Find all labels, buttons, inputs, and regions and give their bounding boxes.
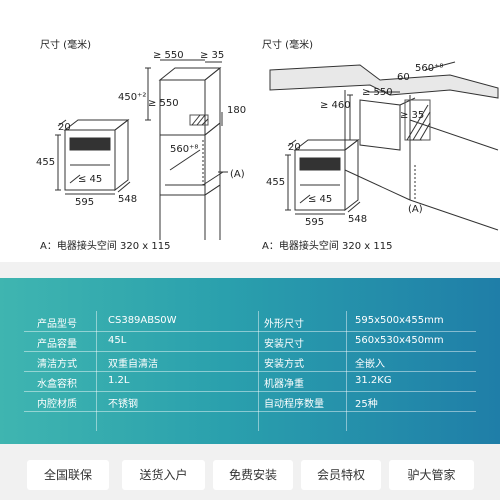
- left-diagram-note: A：电器接头空间 320 x 115: [40, 241, 171, 252]
- spec-key: 产品型号: [37, 319, 77, 330]
- left-dim-h560: 560⁺⁸: [170, 144, 198, 155]
- spec-key: 自动程序数量: [264, 399, 324, 410]
- right-dim-h460: ≥ 460: [320, 100, 351, 111]
- spec-table: 产品型号 CS389ABS0W 外形尺寸 595x500x455mm 产品容量 …: [0, 278, 500, 444]
- spec-value: 595x500x455mm: [355, 315, 444, 326]
- right-dim-d60: 60: [397, 72, 410, 83]
- left-dim-h450: 450⁺²: [118, 92, 146, 103]
- col-divider: [258, 311, 259, 431]
- right-diagram-note: A：电器接头空间 320 x 115: [262, 241, 393, 252]
- right-dim-w560: 560⁺⁸: [415, 63, 443, 74]
- spec-row: 清洁方式 双重自清洁 安装方式 全嵌入: [0, 351, 500, 371]
- spec-value: CS389ABS0W: [108, 315, 177, 326]
- service-butler-button[interactable]: 驴大管家: [389, 460, 474, 490]
- spec-row: 水盒容积 1.2L 机器净重 31.2KG: [0, 371, 500, 391]
- spec-key: 安装方式: [264, 359, 304, 370]
- row-divider: [24, 391, 476, 392]
- right-dim-w595: 595: [305, 217, 324, 228]
- left-dim-h180: 180: [227, 105, 246, 116]
- spec-value: 45L: [108, 335, 127, 346]
- spec-key: 外形尺寸: [264, 319, 304, 330]
- separator-band: [0, 262, 500, 278]
- left-dim-w595: 595: [75, 197, 94, 208]
- dimension-diagrams: 尺寸 (毫米): [36, 40, 499, 252]
- spec-value: 25种: [355, 399, 378, 410]
- spec-value: 560x530x450mm: [355, 335, 444, 346]
- spec-key: 机器净重: [264, 379, 304, 390]
- spec-key: 安装尺寸: [264, 339, 304, 350]
- row-divider: [24, 411, 476, 412]
- row-divider: [24, 351, 476, 352]
- right-dim-h455: 455: [266, 177, 285, 188]
- spec-key: 产品容量: [37, 339, 77, 350]
- left-dim-h455: 455: [36, 157, 55, 168]
- right-dim-d45: ≤ 45: [308, 194, 332, 205]
- spec-value: 不锈钢: [108, 399, 138, 410]
- left-installation-diagram: ≥ 550 ≥ 35 450⁺² ≥ 550 180 560⁺⁸ (A) 20 …: [36, 50, 246, 240]
- spec-value: 全嵌入: [355, 359, 385, 370]
- left-dim-w550: ≥ 550: [153, 50, 184, 61]
- right-dim-d35: ≥ 35: [400, 110, 424, 121]
- spec-value: 双重自清洁: [108, 359, 158, 370]
- right-installation-diagram: ≥ 550 ≥ 460 560⁺⁸ 60 ≥ 35 (A) 20 455 ≤ 4…: [266, 61, 499, 231]
- left-dim-d548: 548: [118, 194, 137, 205]
- spec-key: 清洁方式: [37, 359, 77, 370]
- right-label-a: (A): [408, 204, 423, 215]
- service-delivery-button[interactable]: 送货入户: [122, 460, 205, 490]
- left-dim-w550b: ≥ 550: [148, 98, 179, 109]
- left-dim-w35: ≥ 35: [200, 50, 224, 61]
- col-divider: [96, 311, 97, 431]
- spec-value: 1.2L: [108, 375, 130, 386]
- right-dim-d548: 548: [348, 214, 367, 225]
- spec-row: 产品型号 CS389ABS0W 外形尺寸 595x500x455mm: [0, 311, 500, 331]
- spec-value: 31.2KG: [355, 375, 392, 386]
- spec-key: 内腔材质: [37, 399, 77, 410]
- service-installation-button[interactable]: 免费安装: [213, 460, 293, 490]
- row-divider: [24, 371, 476, 372]
- right-diagram-title: 尺寸 (毫米): [262, 40, 313, 51]
- spec-row: 内腔材质 不锈钢 自动程序数量 25种: [0, 391, 500, 411]
- service-membership-button[interactable]: 会员特权: [301, 460, 381, 490]
- col-divider: [346, 311, 347, 431]
- service-bar: 全国联保 送货入户 免费安装 会员特权 驴大管家: [0, 444, 500, 500]
- spec-row: 产品容量 45L 安装尺寸 560x530x450mm: [0, 331, 500, 351]
- service-warranty-button[interactable]: 全国联保: [27, 460, 109, 490]
- left-diagram-title: 尺寸 (毫米): [40, 40, 91, 51]
- spec-key: 水盒容积: [37, 379, 77, 390]
- right-dim-d20: 20: [288, 142, 301, 153]
- left-label-a: (A): [230, 169, 245, 180]
- right-dim-w550: ≥ 550: [362, 87, 393, 98]
- left-dim-d45: ≤ 45: [78, 174, 102, 185]
- left-dim-d20: 20: [58, 122, 71, 133]
- row-divider: [24, 331, 476, 332]
